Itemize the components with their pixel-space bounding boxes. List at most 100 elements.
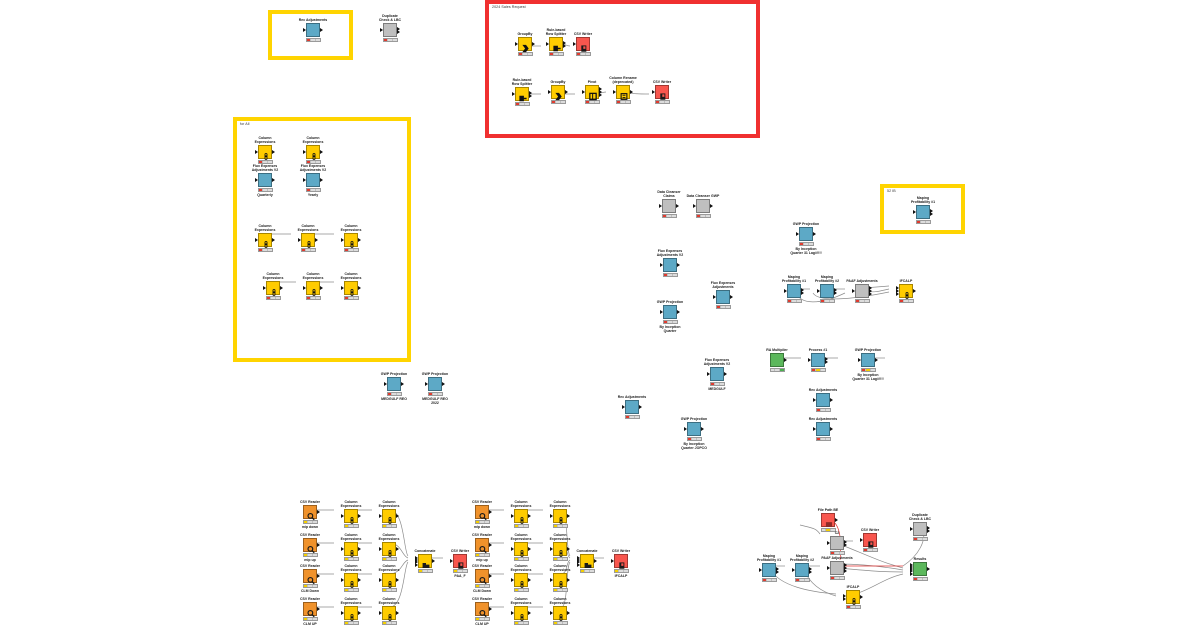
input-port[interactable] [303, 150, 306, 155]
node-pivot-r2[interactable]: Pivot [575, 80, 609, 105]
output-port[interactable] [869, 286, 872, 291]
node-paaf-adjustments-be[interactable]: PAAF Adjustments [820, 556, 854, 581]
node-icon-yellow[interactable] [514, 542, 528, 558]
input-port[interactable] [659, 204, 662, 209]
node-body[interactable] [372, 509, 406, 525]
node-rule-based-row-splitter-r2[interactable]: Rule-based Row Splitter [505, 78, 539, 107]
node-icon-orange[interactable] [303, 602, 317, 618]
input-port[interactable] [255, 178, 258, 183]
node-icon-yellow[interactable] [382, 509, 396, 525]
node-process-1[interactable]: Process #1 [801, 348, 835, 373]
node-icon-grey[interactable] [830, 561, 844, 576]
node-icon-grey[interactable] [855, 284, 869, 299]
node-rec-adjustments-mid-2[interactable]: Rec Adjustments [806, 388, 840, 413]
input-port[interactable] [341, 547, 344, 552]
node-column-expressions-m4a[interactable]: Column Expressions [504, 597, 538, 626]
node-body[interactable] [566, 37, 600, 52]
input-port[interactable] [298, 238, 301, 243]
output-port[interactable] [676, 204, 679, 209]
node-icon-blue[interactable] [816, 393, 830, 408]
output-port[interactable] [320, 286, 323, 291]
node-column-expressions-c3[interactable]: Column Expressions [334, 272, 368, 301]
node-icon-yellow[interactable] [553, 542, 567, 558]
output-port[interactable] [776, 566, 779, 571]
output-port[interactable] [701, 427, 704, 432]
output-port[interactable] [358, 547, 361, 552]
output-port[interactable] [397, 26, 400, 31]
node-icon-yellow[interactable] [580, 554, 594, 569]
output-port[interactable] [432, 559, 435, 564]
output-port[interactable] [317, 607, 320, 612]
output-port[interactable] [396, 514, 399, 519]
node-body[interactable] [706, 290, 740, 305]
input-port[interactable] [255, 238, 258, 243]
output-port[interactable] [317, 543, 320, 548]
node-body[interactable] [504, 542, 538, 558]
node-column-expressions-l4a[interactable]: Column Expressions [334, 597, 368, 626]
node-body[interactable] [296, 281, 330, 297]
node-duplicate-check-lbc-top[interactable]: Duplicate Check & LBC [373, 14, 407, 43]
node-body[interactable] [543, 542, 577, 558]
node-icon-yellow[interactable] [382, 542, 396, 558]
node-body[interactable] [334, 606, 368, 622]
input-port[interactable] [577, 555, 580, 560]
node-icon-red[interactable] [576, 37, 590, 52]
output-port[interactable] [844, 566, 847, 571]
output-port[interactable] [358, 514, 361, 519]
node-icon-blue[interactable] [258, 173, 272, 188]
output-port[interactable] [869, 289, 872, 294]
output-port[interactable] [801, 287, 804, 292]
input-port[interactable] [713, 295, 716, 300]
node-body[interactable] [293, 569, 327, 585]
node-icon-yellow[interactable] [382, 573, 396, 589]
input-port[interactable] [684, 427, 687, 432]
node-ra-multiplier[interactable]: RA Multiplier [760, 348, 794, 373]
node-icon-blue[interactable] [816, 422, 830, 437]
input-port[interactable] [263, 286, 266, 291]
input-port[interactable] [415, 558, 418, 563]
node-body[interactable] [334, 542, 368, 558]
node-icon-red[interactable] [863, 533, 877, 548]
node-body[interactable] [606, 85, 640, 101]
node-body[interactable] [293, 538, 327, 554]
node-maping-profitability-2-mid[interactable]: Maping Profitability #2 [810, 275, 844, 304]
node-body[interactable] [543, 573, 577, 589]
input-port[interactable] [577, 558, 580, 563]
node-body[interactable] [504, 573, 538, 589]
output-port[interactable] [639, 405, 642, 410]
node-body[interactable] [903, 522, 937, 537]
node-body[interactable] [443, 554, 477, 569]
node-rec-adjustments-top[interactable]: Rec Adjustments [296, 18, 330, 43]
node-body[interactable] [372, 542, 406, 558]
input-port[interactable] [511, 514, 514, 519]
node-body[interactable] [810, 284, 844, 299]
output-port[interactable] [528, 611, 531, 616]
node-column-expressions-b1[interactable]: Column Expressions [248, 224, 282, 253]
output-port[interactable] [396, 611, 399, 616]
node-column-expressions-c1[interactable]: Column Expressions [256, 272, 290, 301]
node-body[interactable] [291, 233, 325, 249]
input-port[interactable] [896, 292, 899, 297]
output-port[interactable] [489, 543, 492, 548]
node-body[interactable] [604, 554, 638, 569]
node-maping-profitability-2-be[interactable]: Maping Profitability #2 [785, 554, 819, 583]
node-column-expressions-b2[interactable]: Column Expressions [291, 224, 325, 253]
output-port[interactable] [724, 372, 727, 377]
node-icon-blue[interactable] [820, 284, 834, 299]
node-body[interactable] [334, 281, 368, 297]
output-port[interactable] [528, 578, 531, 583]
input-port[interactable] [550, 611, 553, 616]
node-body[interactable] [418, 377, 452, 392]
input-port[interactable] [550, 514, 553, 519]
node-icon-grey[interactable] [830, 536, 844, 551]
node-body[interactable] [248, 233, 282, 249]
input-port[interactable] [255, 150, 258, 155]
input-port[interactable] [380, 28, 383, 33]
output-port[interactable] [844, 569, 847, 574]
node-maping-profitability-1-be[interactable]: Maping Profitability #1 [752, 554, 786, 583]
node-column-expressions-c2[interactable]: Column Expressions [296, 272, 330, 301]
